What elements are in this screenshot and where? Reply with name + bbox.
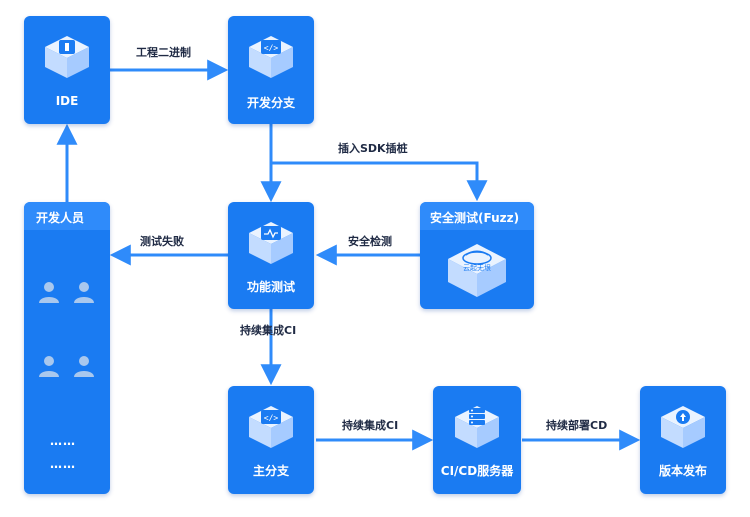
svg-text:</>: </> — [264, 44, 279, 53]
logo-text: 云起无垠 — [463, 263, 491, 272]
ellipsis-1: …… — [50, 434, 76, 448]
node-developers-label: 开发人员 — [36, 211, 85, 225]
edge-label-cicd-to-release: 持续部署CD — [546, 419, 608, 432]
edge-label-main-to-cicd: 持续集成CI — [342, 419, 399, 432]
node-cicd-server-label: CI/CD服务器 — [440, 464, 514, 478]
node-ide: IDE — [24, 16, 110, 124]
node-main-branch: </> 主分支 — [228, 386, 314, 494]
user-icon — [39, 356, 59, 377]
svg-text:</>: </> — [264, 414, 279, 423]
edge-label-func-to-main: 持续集成CI — [240, 324, 297, 337]
node-func-test-label: 功能测试 — [246, 280, 295, 294]
user-icon — [74, 282, 94, 303]
user-icon — [39, 282, 59, 303]
node-cicd-server: CI/CD服务器 — [433, 386, 521, 494]
node-func-test: 功能测试 — [228, 202, 314, 309]
user-icon — [74, 356, 94, 377]
node-ide-label: IDE — [55, 94, 79, 108]
node-main-branch-label: 主分支 — [252, 464, 289, 478]
node-dev-branch-label: 开发分支 — [246, 96, 295, 110]
fuzz-engine-logo-icon — [448, 244, 506, 297]
edge-label-ide-to-dev: 工程二进制 — [136, 46, 191, 59]
node-dev-branch: </> 开发分支 — [228, 16, 314, 124]
code-cube-icon: </> — [249, 36, 293, 78]
node-release-label: 版本发布 — [658, 464, 707, 478]
server-cube-icon — [455, 406, 499, 448]
ide-cube-icon — [45, 36, 89, 78]
edge-label-func-to-devs: 测试失败 — [140, 235, 184, 248]
edge-dev-branch-to-security — [271, 161, 488, 202]
monitor-cube-icon — [249, 222, 293, 264]
ellipsis-2: …… — [50, 457, 76, 471]
edge-label-security-to-func: 安全检测 — [348, 235, 392, 248]
logo-text-overlay: 云起无垠 — [463, 263, 491, 272]
code-cube-icon: </> — [249, 406, 293, 448]
node-release: 版本发布 — [640, 386, 726, 494]
node-security-test: 安全测试(Fuzz) 云起无垠 — [420, 202, 534, 309]
edge-label-dev-to-security: 插入SDK插桩 — [338, 142, 408, 155]
developers-header — [24, 202, 110, 230]
node-developers: 开发人员 …… …… — [24, 202, 110, 494]
security-header — [420, 202, 534, 230]
upload-cube-icon — [661, 406, 705, 448]
node-security-test-label: 安全测试(Fuzz) — [430, 211, 520, 225]
